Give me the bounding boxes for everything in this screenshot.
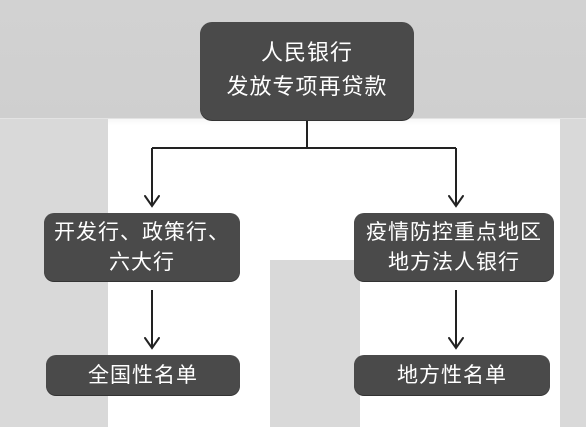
node-local-banks: 疫情防控重点地区 地方法人银行: [354, 213, 554, 281]
arrowhead-bottom-left: [144, 337, 160, 350]
background-panel-right: [560, 119, 586, 427]
node-local-banks-line1: 疫情防控重点地区: [366, 219, 542, 244]
background-panel-middle: [270, 260, 360, 427]
node-policy-banks: 开发行、政策行、 六大行: [44, 213, 240, 281]
node-local-list-label: 地方性名单: [397, 362, 507, 387]
node-local-banks-line2: 地方法人银行: [388, 250, 520, 274]
arrowhead-left: [144, 195, 160, 208]
node-national-list-label: 全国性名单: [88, 362, 198, 387]
node-pboc-line2: 发放专项再贷款: [226, 75, 388, 100]
arrowhead-right: [448, 195, 464, 208]
node-local-list: 地方性名单: [354, 355, 550, 395]
arrowhead-bottom-right: [448, 337, 464, 350]
node-policy-banks-line2: 六大行: [109, 250, 175, 274]
node-national-list: 全国性名单: [46, 355, 240, 395]
node-pboc-relending: 人民银行 发放专项再贷款: [200, 22, 414, 120]
node-policy-banks-line1: 开发行、政策行、: [54, 219, 230, 244]
node-pboc-line1: 人民银行: [260, 40, 353, 66]
